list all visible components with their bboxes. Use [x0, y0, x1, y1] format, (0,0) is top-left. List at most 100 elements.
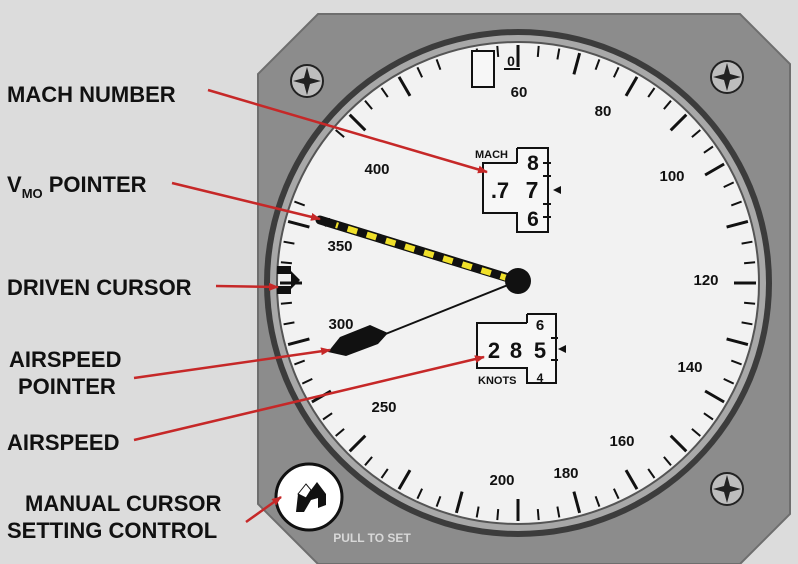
arrow-driven-cursor [215, 282, 279, 291]
mach-number-window: MACH .7 8 7 6 [475, 147, 561, 233]
callout-manual-cursor-line2: SETTING CONTROL [7, 518, 217, 543]
major-tick [669, 434, 688, 453]
major-tick [726, 219, 749, 229]
minor-tick [380, 468, 389, 479]
arrow-vmo-pointer [171, 181, 321, 221]
scale-label-60: 60 [511, 84, 528, 101]
major-tick [397, 469, 412, 490]
callout-vmo-subscript: MO [22, 186, 43, 201]
minor-tick [594, 495, 601, 507]
major-tick [287, 337, 310, 347]
knots-digit-tens: 8 [510, 338, 522, 363]
mounting-screw-top-right [710, 60, 744, 94]
scale-label-350: 350 [327, 238, 352, 255]
mach-decimal: .7 [491, 178, 509, 203]
major-tick [704, 389, 725, 404]
major-tick [397, 76, 412, 97]
minor-tick [335, 428, 345, 437]
mach-digit-below: 6 [527, 208, 539, 231]
knots-digit-above: 6 [536, 317, 544, 334]
scale-label-400: 400 [364, 161, 389, 178]
minor-tick [335, 129, 345, 138]
minor-tick [280, 301, 292, 305]
arrow-mach-number [207, 88, 488, 174]
minor-tick [663, 456, 672, 466]
airspeed-digital-window: 2 8 6 5 4 KNOTS [476, 313, 566, 387]
flag-window: 0 [471, 50, 520, 88]
minor-tick [594, 59, 601, 71]
mach-index-mark [553, 186, 561, 194]
minor-tick [416, 488, 424, 500]
minor-tick [612, 66, 620, 78]
callout-vmo-rest: POINTER [43, 172, 147, 197]
minor-tick [647, 468, 656, 479]
callout-vmo-pointer: VMO POINTER [7, 172, 147, 201]
pull-to-set-label: PULL TO SET [333, 531, 411, 545]
driven-cursor [277, 266, 300, 294]
arrow-airspeed [133, 355, 485, 442]
minor-tick [723, 181, 735, 189]
scale-label-100: 100 [659, 168, 684, 185]
major-tick [348, 113, 367, 132]
major-tick [572, 52, 582, 75]
major-tick [624, 469, 639, 490]
minor-tick [703, 412, 714, 421]
callout-vmo-main: V [7, 172, 22, 197]
scale-label-160: 160 [609, 433, 634, 450]
airspeed-scale-numerals: 60 80 100 120 140 160 180 200 250 300 35… [327, 84, 718, 489]
scale-label-140: 140 [677, 359, 702, 376]
minor-tick [496, 509, 500, 521]
major-tick [726, 337, 749, 347]
minor-tick [556, 506, 561, 518]
minor-tick [556, 48, 561, 60]
minor-tick [741, 321, 753, 326]
knots-window-label: KNOTS [478, 375, 517, 387]
scale-label-80: 80 [595, 103, 612, 120]
callout-mach-number: MACH NUMBER [7, 82, 176, 107]
scale-label-120: 120 [693, 272, 718, 289]
callout-airspeed-pointer-line2: POINTER [18, 374, 116, 399]
callout-airspeed: AIRSPEED [7, 430, 119, 455]
arrow-manual-cursor [245, 495, 282, 524]
minor-tick [283, 321, 295, 326]
major-tick [624, 76, 639, 97]
mach-digit-above: 8 [527, 152, 539, 175]
mounting-screw-bottom-right [710, 472, 744, 506]
scale-label-300: 300 [328, 316, 353, 333]
minor-tick [730, 359, 742, 366]
airspeed-pointer [328, 280, 519, 356]
minor-tick [647, 87, 656, 98]
arrow-airspeed-pointer [133, 347, 331, 380]
callout-arrows [133, 88, 488, 524]
minor-tick [322, 412, 333, 421]
minor-tick [416, 66, 424, 78]
dial-tick-marks [280, 45, 756, 521]
knots-index-mark [558, 345, 566, 353]
manual-cursor-knob[interactable] [274, 462, 344, 532]
knots-digit-units: 5 [534, 338, 546, 363]
minor-tick [730, 200, 742, 207]
minor-tick [691, 428, 701, 437]
major-tick [704, 162, 725, 177]
minor-tick [435, 59, 442, 71]
minor-tick [496, 45, 500, 57]
minor-tick [294, 200, 306, 207]
minor-tick [294, 359, 306, 366]
minor-tick [364, 456, 373, 466]
minor-tick [283, 240, 295, 245]
minor-tick [536, 509, 540, 521]
callout-airspeed-pointer-line1: AIRSPEED [9, 347, 121, 372]
minor-tick [723, 377, 735, 385]
minor-tick [301, 377, 313, 385]
minor-tick [744, 301, 756, 305]
scale-label-200: 200 [489, 472, 514, 489]
minor-tick [703, 145, 714, 154]
callout-manual-cursor-line1: MANUAL CURSOR [25, 491, 221, 516]
minor-tick [280, 261, 292, 265]
minor-tick [612, 488, 620, 500]
major-tick [348, 434, 367, 453]
minor-tick [364, 100, 373, 110]
pointer-hub [505, 268, 531, 294]
